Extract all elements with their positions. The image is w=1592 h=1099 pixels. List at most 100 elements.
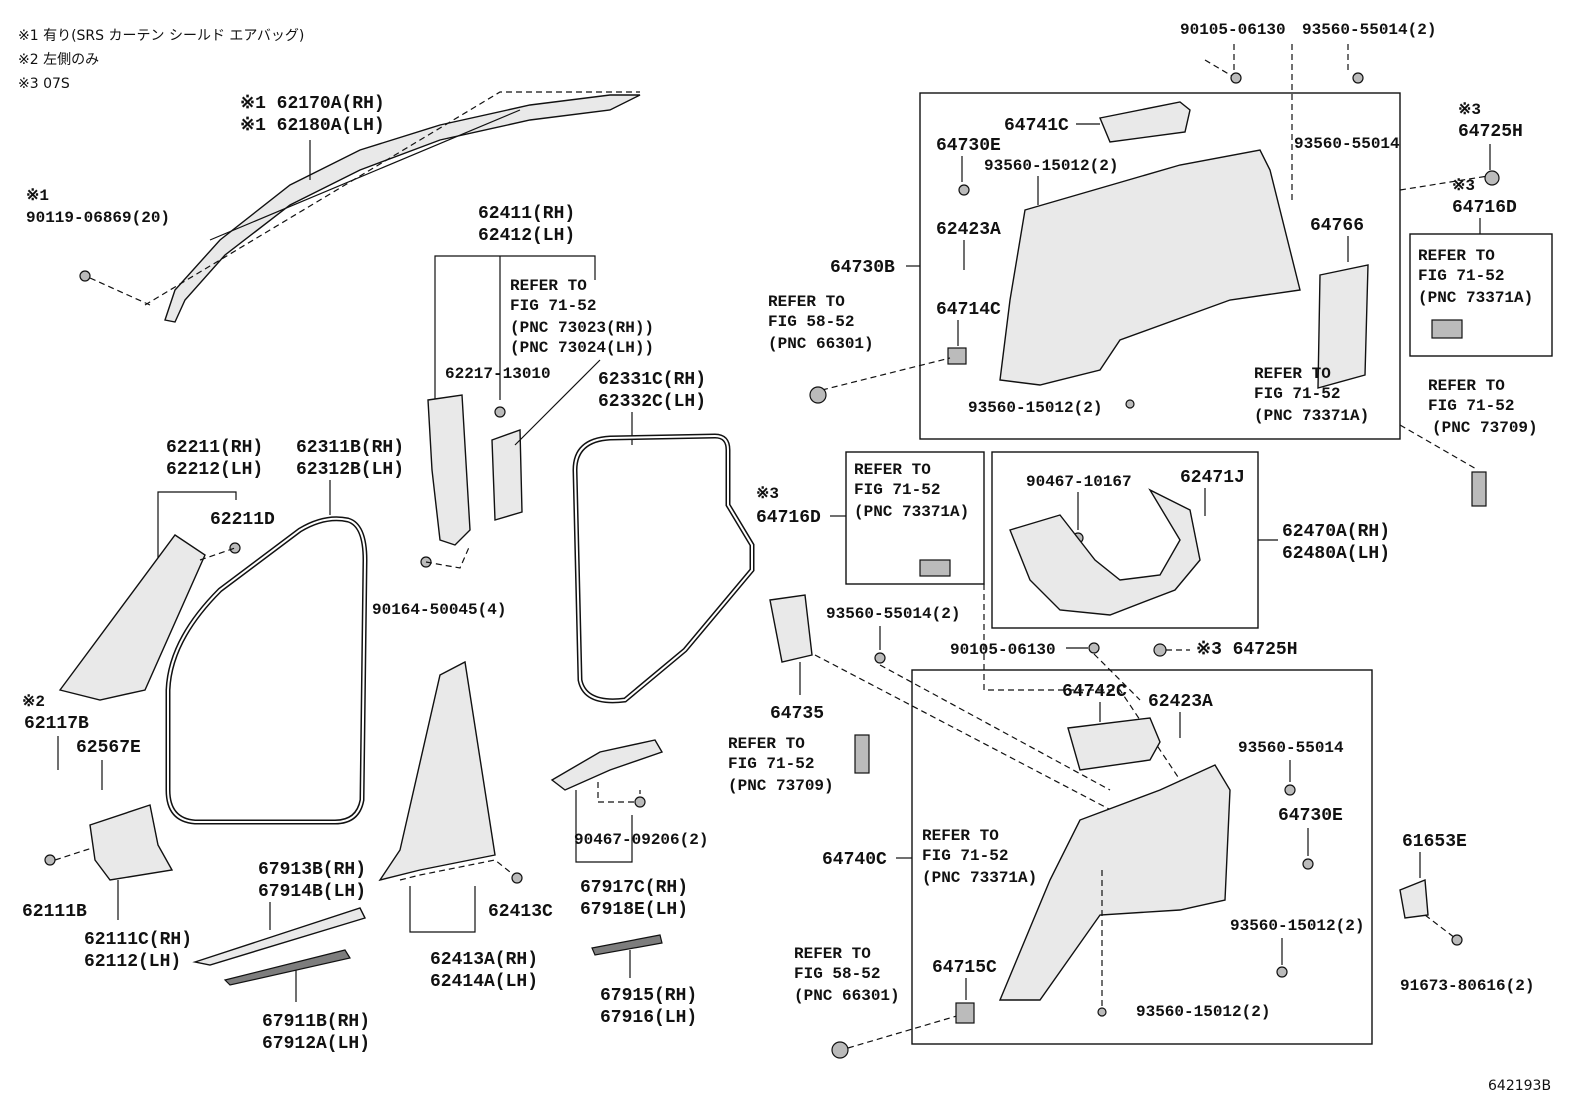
- label-64716a: 64716D: [1452, 198, 1517, 218]
- note-3: ※3 07S: [18, 76, 70, 92]
- socket-73709: [1471, 471, 1487, 507]
- bracket-62211: [157, 491, 237, 600]
- label-93560d: 93560-55014(2): [826, 605, 960, 623]
- label-62413a: 62413A(RH): [430, 950, 538, 970]
- label-62111b: 62111B: [22, 902, 87, 922]
- label-62170: ※1 62170A(RH): [240, 94, 385, 114]
- clip-62217: [494, 406, 506, 418]
- scuff-plate-67911: [223, 949, 351, 986]
- label-64740: 64740C: [822, 850, 887, 870]
- refer4-b: FIG 71-52: [1254, 385, 1340, 403]
- box-64716d: [1409, 233, 1553, 357]
- refer5-c: (PNC 73709): [1432, 419, 1538, 437]
- label-64730b: 64730B: [830, 258, 895, 278]
- leader-dash: [144, 91, 640, 306]
- grommet-66301-lower: [831, 1041, 849, 1059]
- leader-dash: [847, 1014, 961, 1049]
- scuff-plate-67915: [591, 934, 663, 956]
- quarter-trim-64730b: [999, 149, 1301, 386]
- leader-dash: [1399, 424, 1479, 471]
- label-62411: 62411(RH): [478, 204, 575, 224]
- label-62414: 62414A(LH): [430, 972, 538, 992]
- clip-91673: [1451, 934, 1463, 946]
- leader-dash: [399, 859, 516, 881]
- label-62117: 62117B: [24, 714, 89, 734]
- label-93560g: 93560-15012(2): [1136, 1003, 1270, 1021]
- refer7-b: FIG 71-52: [728, 755, 814, 773]
- figure-id: 642193B: [1488, 1078, 1551, 1094]
- label-90105b: 90105-06130: [950, 641, 1056, 659]
- clip-62211d: [229, 542, 241, 554]
- refer5-a: REFER TO: [1428, 377, 1505, 395]
- leader-dash: [821, 357, 951, 391]
- refer9-c: (PNC 66301): [794, 987, 900, 1005]
- refer2-a: REFER TO: [1418, 247, 1495, 265]
- label-64735: 64735: [770, 704, 824, 724]
- label-62180: ※1 62180A(LH): [240, 116, 385, 136]
- refer1-b: FIG 71-52: [510, 297, 596, 315]
- label-top-90105: 90105-06130: [1180, 21, 1286, 39]
- bracket-61653-part: [1399, 878, 1429, 919]
- label-67914: 67914B(LH): [258, 882, 366, 902]
- label-90467b: 90467-10167: [1026, 473, 1132, 491]
- label-64725a: 64725H: [1458, 122, 1523, 142]
- clip-64730e: [958, 184, 970, 196]
- label-67918: 67918E(LH): [580, 900, 688, 920]
- socket-73709-lower: [854, 734, 870, 774]
- refer9-a: REFER TO: [794, 945, 871, 963]
- label-62111c: 62111C(RH): [84, 930, 192, 950]
- leader-dash: [1204, 44, 1349, 200]
- clip-93560g: [1097, 1007, 1107, 1017]
- label-62423b: 62423A: [1148, 692, 1213, 712]
- clip-93560e: [1284, 784, 1296, 796]
- refer3-c: (PNC 66301): [768, 335, 874, 353]
- leader-dash: [597, 782, 641, 803]
- label-62423a: 62423A: [936, 220, 1001, 240]
- refer1-d: (PNC 73024(LH)): [510, 339, 654, 357]
- leader-dash: [54, 847, 93, 861]
- panel-64735: [769, 594, 813, 663]
- pillar-62211-part: [58, 534, 206, 701]
- leader-dash: [425, 544, 471, 569]
- label-62413c: 62413C: [488, 902, 553, 922]
- label-93560f: 93560-15012(2): [1230, 917, 1364, 935]
- label-93560a: 93560-15012(2): [984, 157, 1118, 175]
- leader-dash: [89, 277, 151, 306]
- label-67912: 67912A(LH): [262, 1034, 370, 1054]
- clip-64725h: [1484, 170, 1500, 186]
- label-62311: 62311B(RH): [296, 438, 404, 458]
- refer6-a: REFER TO: [854, 461, 931, 479]
- label-64715: 64715C: [932, 958, 997, 978]
- label-62412: 62412(LH): [478, 226, 575, 246]
- clip-62111b: [44, 854, 56, 866]
- label-mark3a: ※3: [1458, 101, 1481, 119]
- clip-90467: [634, 796, 646, 808]
- note-2: ※2 左側のみ: [18, 52, 99, 68]
- leader-dash: [1424, 914, 1456, 939]
- clip-top-93560: [1352, 72, 1364, 84]
- clip-93560c: [1125, 399, 1135, 409]
- note-1: ※1 有り(SRS カーテン シールド エアバッグ): [18, 28, 304, 44]
- label-62211d: 62211D: [210, 510, 275, 530]
- pillar-62413-part: [378, 660, 496, 882]
- clip-64725b: [1153, 643, 1167, 657]
- label-93560b: 93560-55014: [1294, 135, 1400, 153]
- label-64730e1: 64730E: [936, 136, 1001, 156]
- clip-64730e2: [1302, 858, 1314, 870]
- refer5-b: FIG 71-52: [1428, 397, 1514, 415]
- pillar-62411-part: [427, 394, 471, 546]
- label-62211: 62211(RH): [166, 438, 263, 458]
- scuff-plate-67913: [192, 907, 366, 966]
- grommet-66301: [809, 386, 827, 404]
- cover-64715: [955, 1002, 975, 1024]
- bolt-90119: [79, 270, 91, 282]
- label-62217: 62217-13010: [445, 365, 551, 383]
- refer2-c: (PNC 73371A): [1418, 289, 1533, 307]
- label-mark2: ※2: [22, 693, 45, 711]
- cover-64714: [947, 347, 967, 365]
- label-62112: 62112(LH): [84, 952, 181, 972]
- clip-93560d: [874, 652, 886, 664]
- leader-dash: [814, 584, 1181, 821]
- clip-top-90105: [1230, 72, 1242, 84]
- label-91673: 91673-80616(2): [1400, 977, 1534, 995]
